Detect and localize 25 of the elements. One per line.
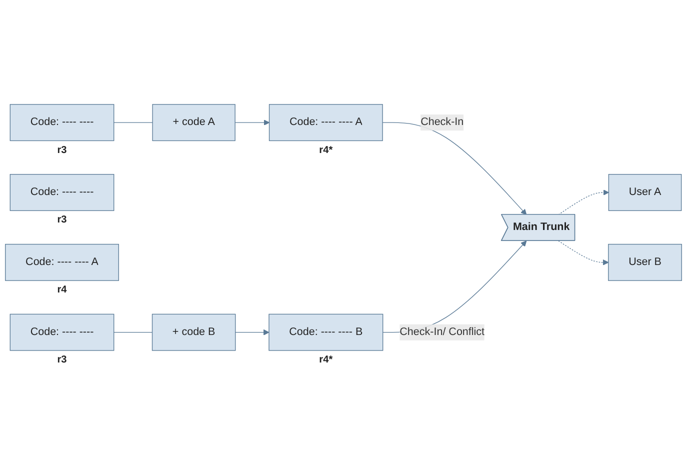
arrow: [558, 190, 609, 216]
version-label: r3: [57, 144, 67, 156]
arrow: [382, 122, 527, 215]
node-box: + code B: [152, 314, 236, 351]
node-box: Code: ---- ----: [10, 314, 114, 351]
version-label: r4*: [319, 144, 333, 156]
arrow: [234, 120, 270, 126]
arrow: [235, 329, 270, 336]
node-box: Code: ---- ----: [10, 174, 114, 211]
version-label: r3: [57, 214, 67, 226]
version-label: r3: [57, 354, 67, 366]
connector: [114, 122, 153, 123]
node-box: User B: [608, 244, 682, 281]
node-box: Code: ---- ---- A: [5, 244, 119, 281]
node-box: User A: [608, 174, 682, 211]
node-box: + code A: [152, 104, 236, 142]
node-box: Code: ---- ----: [10, 104, 114, 142]
version-label: r4: [57, 284, 67, 296]
edge-label: Check-In/ Conflict: [400, 326, 485, 338]
arrow: [558, 240, 609, 266]
edge-label: Check-In: [420, 116, 464, 128]
node-box: Code: ---- ---- A: [268, 104, 383, 142]
node-box: Code: ---- ---- B: [268, 314, 384, 351]
version-label: r4*: [319, 354, 333, 366]
connector: [114, 332, 153, 333]
